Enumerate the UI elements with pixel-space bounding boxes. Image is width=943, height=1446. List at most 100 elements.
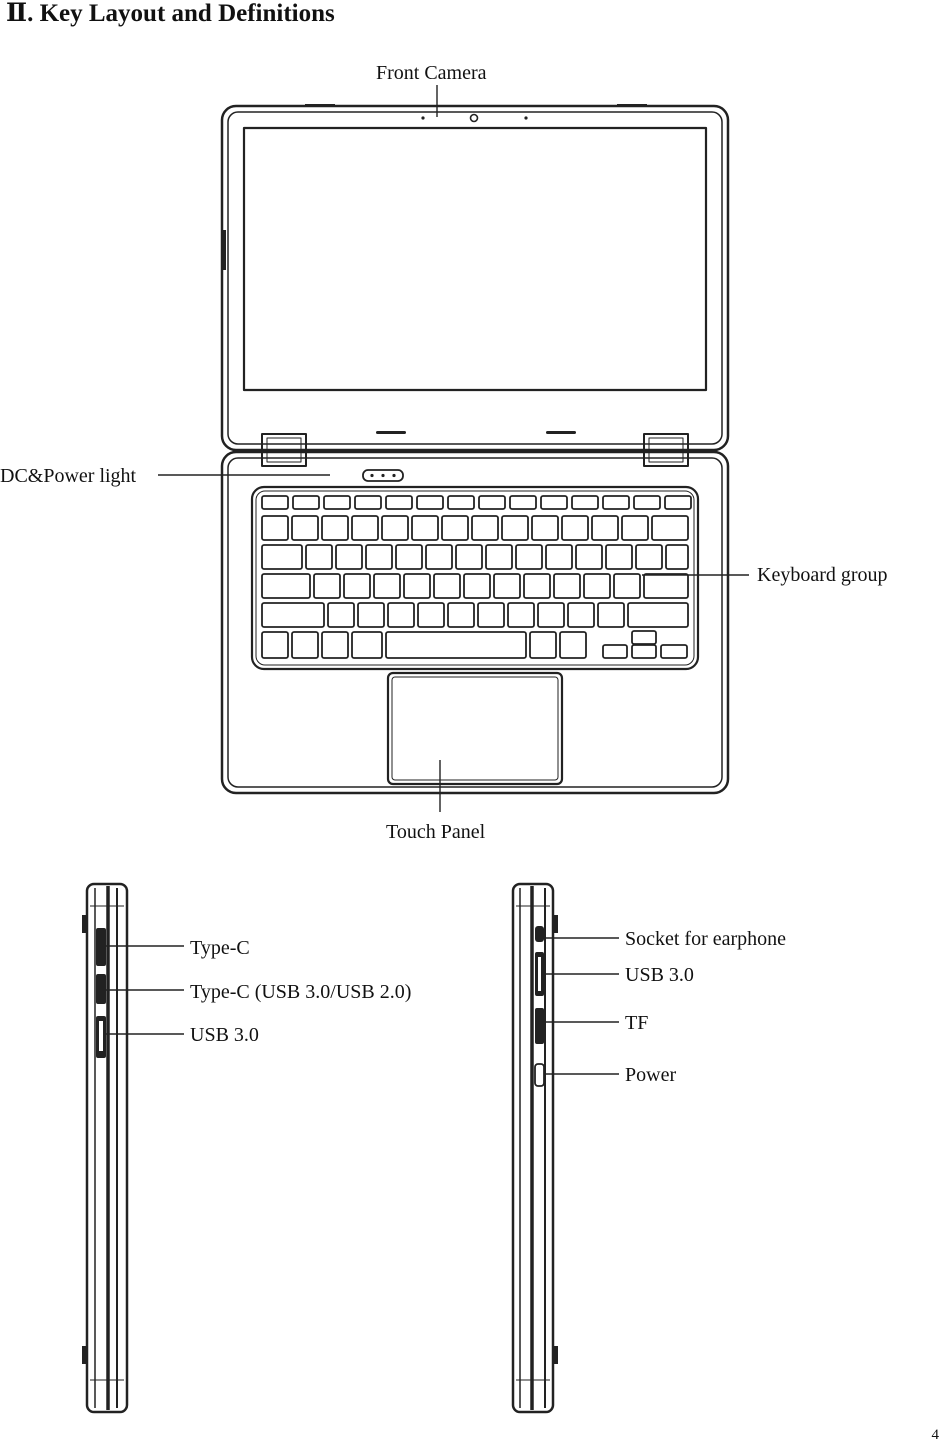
earphone-socket [535,926,544,942]
keyboard-key [335,544,363,570]
keyboard-key [605,544,633,570]
keyboard-keys [261,495,692,659]
keyboard-key [665,544,689,570]
keyboard-key [485,544,513,570]
keyboard-key [327,602,355,628]
keyboard-key [385,631,527,659]
keyboard-key [515,544,543,570]
keyboard-key [387,602,415,628]
keyboard-key [621,515,649,541]
camera-icon [469,113,479,123]
keyboard-key [597,602,625,628]
keyboard-key [365,544,393,570]
keyboard-key [381,515,409,541]
keyboard-key [602,495,630,510]
label-keyboard-group: Keyboard group [757,564,888,586]
keyboard-key [261,631,289,659]
label-power: Power [625,1064,677,1086]
keyboard-well [250,485,700,671]
label-usb3-left: USB 3.0 [190,1024,259,1046]
keyboard-key [507,602,535,628]
keyboard-key [591,515,619,541]
right-leader-lines [544,937,619,1075]
keyboard-key [291,631,319,659]
keyboard-key [540,495,568,510]
keyboard-key [631,630,657,645]
left-leader-lines [106,945,184,1035]
keyboard-key [354,495,382,510]
keyboard-key [583,573,611,599]
left-side-view [82,882,129,1414]
keyboard-key [455,544,483,570]
keyboard-key [261,515,289,541]
keyboard-key [477,602,505,628]
keyboard-key [261,495,289,510]
keyboard-key [613,573,641,599]
keyboard-key [553,573,581,599]
keyboard-key [561,515,589,541]
label-earphone-socket: Socket for earphone [625,928,787,950]
keyboard-key [631,644,657,659]
right-side-view [511,882,558,1414]
screen [242,126,708,392]
label-dc-power-light: DC&Power light [0,465,137,487]
keyboard-key [478,495,506,510]
keyboard-key [425,544,453,570]
keyboard-key [651,515,689,541]
label-front-camera: Front Camera [376,62,487,84]
keyboard-key [471,515,499,541]
keyboard-key [602,644,628,659]
keyboard-key [291,515,319,541]
laptop-lid [220,104,730,452]
leader-lines [158,85,749,812]
keyboard-key [537,602,565,628]
label-usb3-right: USB 3.0 [625,964,694,986]
keyboard-key [403,573,431,599]
keyboard-key [373,573,401,599]
keyboard-key [571,495,599,510]
label-type-c-usb: Type-C (USB 3.0/USB 2.0) [190,981,412,1003]
keyboard-key [493,573,521,599]
keyboard-key [321,631,349,659]
power-light-indicator [362,469,404,482]
keyboard-key [633,495,661,510]
keyboard-key [395,544,423,570]
keyboard-key [559,631,587,659]
keyboard-key [343,573,371,599]
keyboard-key [357,602,385,628]
keyboard-key [416,495,444,510]
keyboard-key [261,573,311,599]
keyboard-key [463,573,491,599]
keyboard-key [441,515,469,541]
keyboard-key [305,544,333,570]
keyboard-key [313,573,341,599]
label-touch-panel: Touch Panel [386,821,486,843]
keyboard-key [509,495,537,510]
page-heading: Ⅱ. Key Layout and Definitions [6,0,335,27]
laptop-base [220,450,730,795]
keyboard-key [635,544,663,570]
keyboard-key [575,544,603,570]
keyboard-key [261,544,303,570]
keyboard-key [447,602,475,628]
keyboard-key [321,515,349,541]
type-c-port [96,928,106,966]
keyboard-key [643,573,689,599]
keyboard-key [501,515,529,541]
keyboard-key [523,573,551,599]
touchpad [386,671,564,786]
keyboard-key [292,495,320,510]
keyboard-key [529,631,557,659]
keyboard-key [417,602,445,628]
label-tf: TF [625,1012,649,1034]
keyboard-key [660,644,688,659]
keyboard-key [627,602,689,628]
keyboard-key [351,631,383,659]
hinges [261,433,689,467]
type-c-usb-port [96,974,106,1004]
keyboard-key [545,544,573,570]
label-type-c: Type-C [190,937,250,959]
keyboard-key [323,495,351,510]
keyboard-key [567,602,595,628]
tf-slot [535,1008,544,1044]
